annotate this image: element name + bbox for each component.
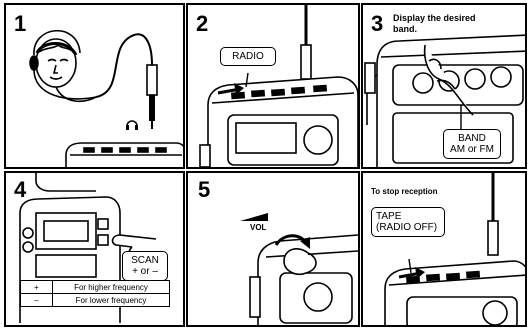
volume-dial-illustration <box>188 173 360 327</box>
panel-step-3: 3 Display the desired band. <box>361 3 527 169</box>
tape-label: TAPE (RADIO OFF) <box>371 207 445 237</box>
headphones-illustration <box>6 5 185 169</box>
table-cell-meaning: For lower frequency <box>53 294 170 307</box>
table-row: + For higher frequency <box>21 281 170 294</box>
scan-label-line-1: SCAN <box>127 255 163 266</box>
scan-label-line-2: + or – <box>127 266 163 277</box>
panel-stop-reception: To stop reception TAPE (RADIO OFF) <box>361 171 527 327</box>
panel-step-4: 4 SCAN + or – + Fo <box>4 171 185 327</box>
tape-label-line-1: TAPE <box>376 211 440 222</box>
table-cell-symbol: – <box>21 294 53 307</box>
table-cell-meaning: For higher frequency <box>53 281 170 294</box>
vol-label: VOL <box>250 223 266 233</box>
panel-step-5: 5 VOL <box>186 171 360 327</box>
tape-label-line-2: (RADIO OFF) <box>376 222 440 233</box>
scan-label: SCAN + or – <box>122 251 168 281</box>
radio-label: RADIO <box>220 47 276 66</box>
tape-button-illustration <box>363 173 527 327</box>
frequency-table: + For higher frequency – For lower frequ… <box>20 280 170 307</box>
band-label: BAND AM or FM <box>443 129 501 159</box>
panel-step-1: 1 <box>4 3 185 169</box>
band-label-line-1: BAND <box>448 133 496 144</box>
table-cell-symbol: + <box>21 281 53 294</box>
panel-step-2: 2 <box>186 3 360 169</box>
band-label-line-2: AM or FM <box>448 144 496 155</box>
table-row: – For lower frequency <box>21 294 170 307</box>
radio-button-illustration <box>188 5 360 169</box>
